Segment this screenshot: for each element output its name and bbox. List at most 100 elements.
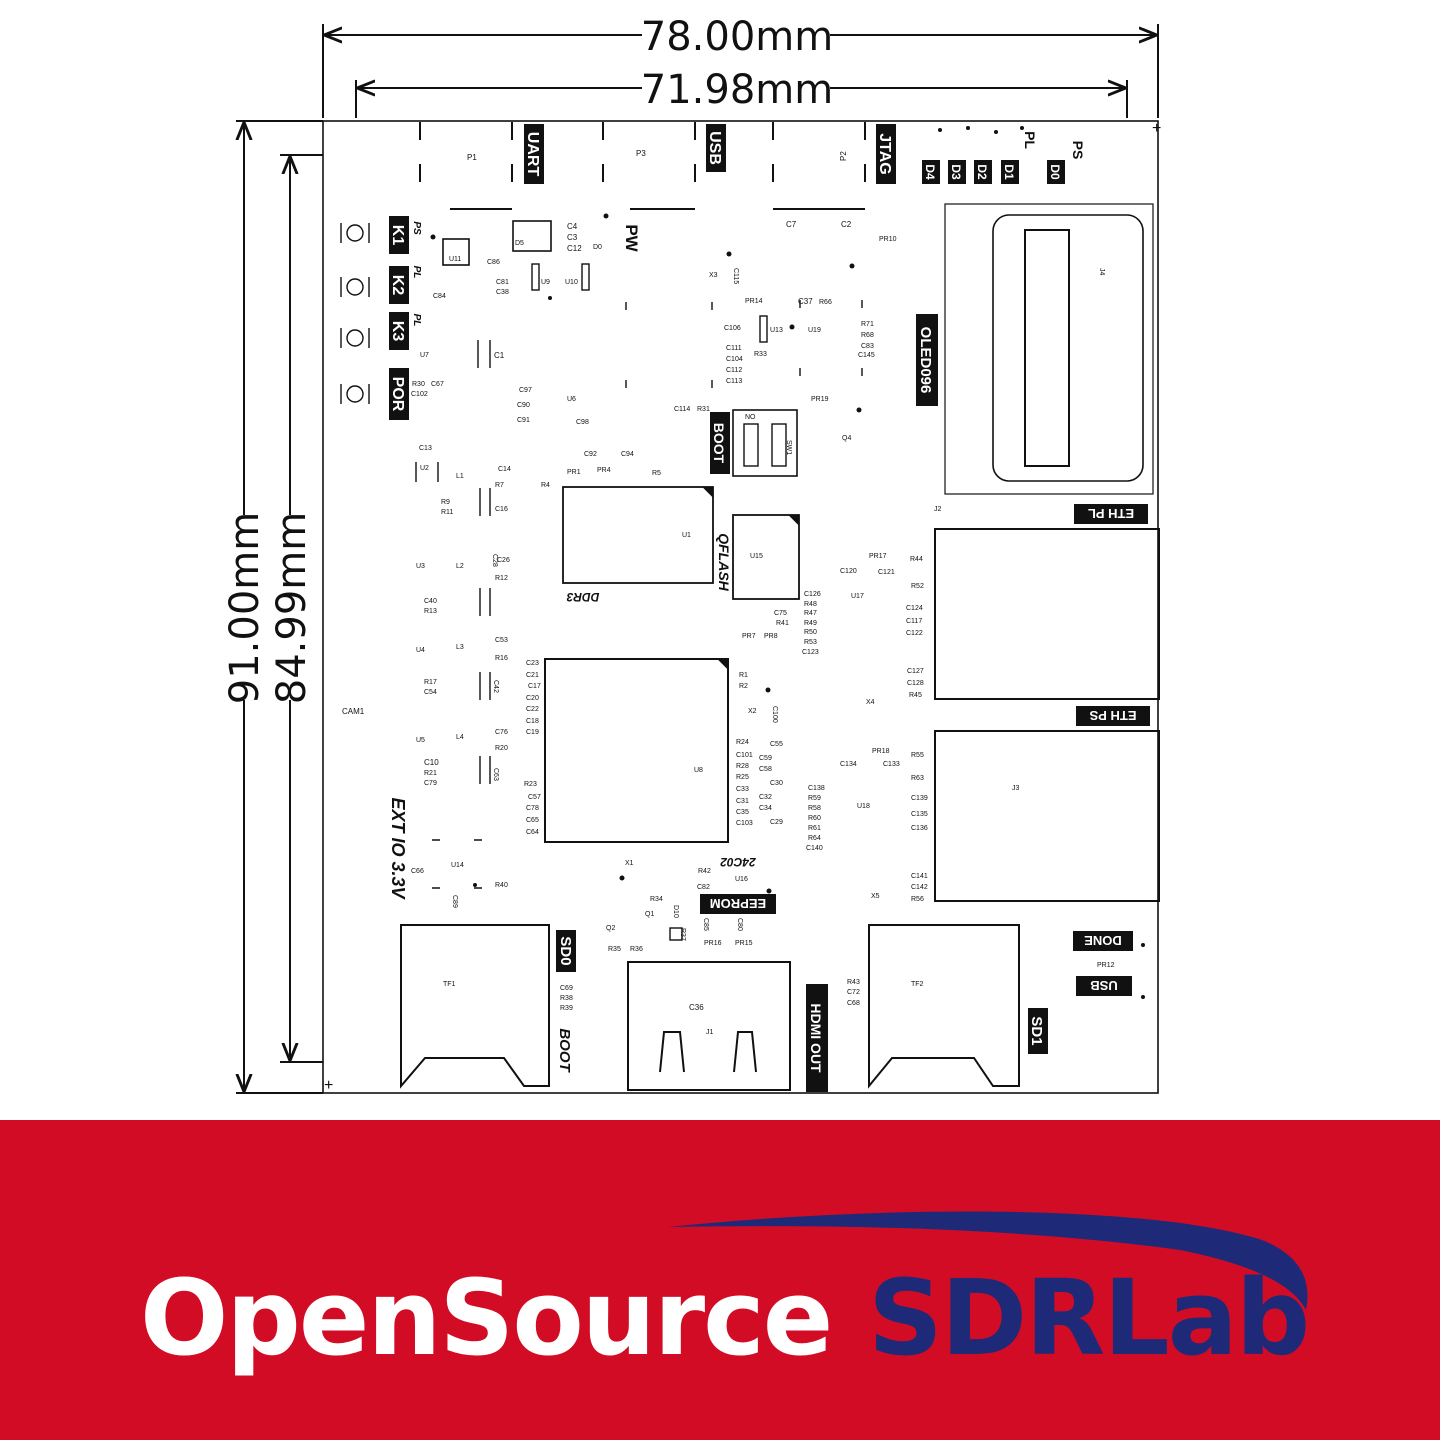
ref-c86: C86 [487, 259, 500, 266]
ref-r49: R49 [804, 620, 817, 627]
eth-ps-rj45 [934, 730, 1160, 902]
dot-5 [849, 263, 855, 269]
d10-led [669, 927, 683, 941]
uart-connector-outline [419, 122, 513, 210]
ref-c80: C80 [736, 918, 743, 931]
hdmi-connector [627, 961, 791, 1091]
ref-q2: Q2 [606, 925, 615, 932]
u10-outline [581, 263, 590, 291]
por-tag-bg [389, 368, 409, 420]
ref-c102: C102 [411, 391, 428, 398]
uart-label: UART [524, 132, 541, 177]
eeprom-tag-bg [700, 894, 776, 914]
dimension-annotations [236, 24, 1159, 1094]
pl-k3-label: PL [411, 314, 422, 327]
ref-r43: R43 [847, 979, 860, 986]
d2-tag-bg [974, 160, 992, 184]
jtag-tag-bg [876, 124, 896, 184]
ref-tf2: TF2 [911, 981, 924, 988]
ref-c36: C36 [689, 1003, 704, 1012]
ref-c35: C35 [736, 809, 749, 816]
ref-c29: C29 [770, 819, 783, 826]
ref-c13: C13 [419, 445, 432, 452]
chip-24c02-label: 24C02 [720, 855, 757, 869]
ref-c139: C139 [911, 795, 928, 802]
ref-r24: R24 [736, 739, 749, 746]
dot-9 [766, 888, 772, 894]
ref-l4: L4 [456, 734, 464, 741]
ref-l2: L2 [456, 563, 464, 570]
dot-13 [1020, 126, 1024, 130]
k1-button-bracket [340, 223, 370, 243]
ref-x1: X1 [625, 860, 634, 867]
ref-q1: Q1 [645, 911, 654, 918]
ref-c57: C57 [528, 794, 541, 801]
ref-r35: R35 [608, 946, 621, 953]
pl-top-label: PL [1022, 131, 1038, 149]
ref-r39: R39 [560, 1005, 573, 1012]
d0-label: D0 [1048, 164, 1062, 180]
ps-k1-label: PS [411, 221, 422, 235]
ref-c135: C135 [911, 811, 928, 818]
usb-top-label: USB [706, 131, 723, 165]
brand-banner: OpenSource SDRLab [0, 1120, 1440, 1440]
ref-r5: R5 [652, 470, 661, 477]
ref-c19: C19 [526, 729, 539, 736]
ref-d10: D10 [672, 905, 679, 918]
oled-module-outline [992, 214, 1144, 482]
d3-tag-bg [948, 160, 966, 184]
ref-c101: C101 [736, 752, 753, 759]
ref-x2: X2 [748, 708, 757, 715]
ref-c113: C113 [726, 378, 742, 385]
ref-c63: C63 [492, 768, 499, 781]
ref-c10: C10 [424, 758, 439, 767]
dim-board-width-text: 78.00mm [641, 14, 833, 60]
ref-c121: C121 [878, 569, 895, 576]
k3-tag-bg [389, 312, 409, 350]
ext-io-label: EXT IO 3.3V [388, 797, 408, 900]
ref-c75: C75 [774, 610, 787, 617]
ref-c114: C114 [674, 406, 690, 413]
usb-bottom-label: USB [1090, 978, 1117, 993]
ref-c117: C117 [906, 618, 922, 625]
small-detail-marks [415, 263, 863, 889]
ref-r66: R66 [819, 299, 832, 306]
ref-c54: C54 [424, 689, 437, 696]
ref-r16: R16 [495, 655, 508, 662]
u15-pin1-marker [787, 514, 800, 527]
k1-button-icon [346, 224, 364, 242]
ref-c94: C94 [621, 451, 634, 458]
ref-r7: R7 [495, 482, 504, 489]
ref-c53: C53 [495, 637, 508, 644]
hdmi-out-label: HDMI OUT [808, 1003, 824, 1073]
ref-u1: U1 [682, 532, 691, 539]
ref-p1: P1 [467, 153, 477, 162]
dot-4 [789, 324, 795, 330]
jtag-label: JTAG [876, 133, 893, 174]
ref-c145: C145 [858, 352, 875, 359]
ref-r23: R23 [524, 781, 537, 788]
ref-r40: R40 [495, 882, 508, 889]
c42-outline [479, 672, 491, 700]
k2-button-bracket [340, 277, 370, 297]
ref-r48: R48 [804, 601, 817, 608]
ref-c59: C59 [759, 755, 772, 762]
top-connectors [419, 122, 866, 210]
ref-c17: C17 [528, 683, 541, 690]
dot-15 [1141, 995, 1145, 999]
ref-r60: R60 [808, 815, 821, 822]
c28-outline [479, 588, 491, 616]
boot-dip-switch [732, 409, 798, 477]
u11-chip [442, 238, 470, 266]
ref-c38: C38 [496, 289, 509, 296]
oled-frame [944, 203, 1154, 495]
ref-c18: C18 [526, 718, 539, 725]
ref-r9: R9 [441, 499, 450, 506]
ref-c42: C42 [492, 680, 499, 693]
d5-diode [512, 220, 552, 252]
ref-r68: R68 [861, 332, 874, 339]
dot-14 [1141, 943, 1145, 947]
dot-2 [603, 213, 609, 219]
ref-c21: C21 [526, 672, 539, 679]
ref-c127: C127 [907, 668, 924, 675]
